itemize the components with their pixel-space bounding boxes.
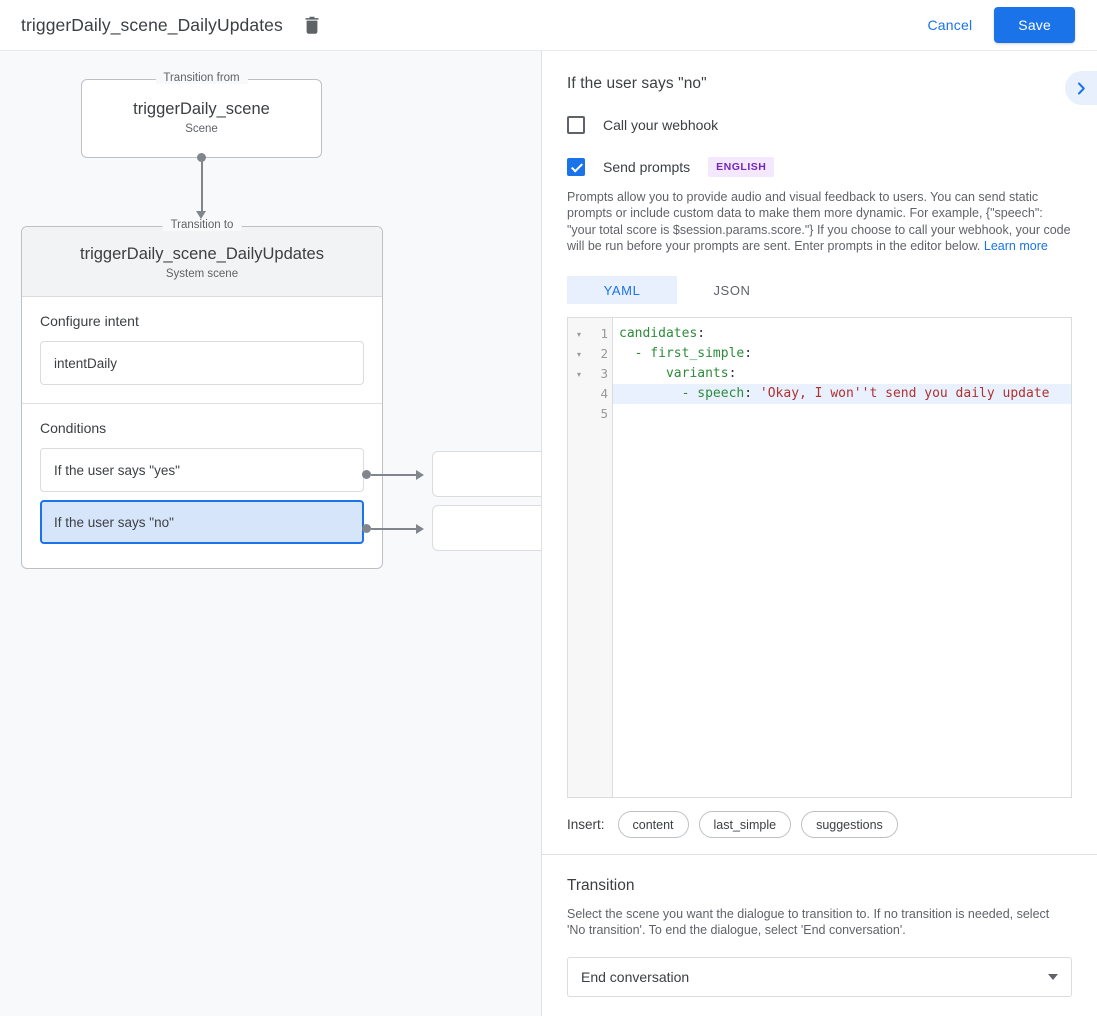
insert-chips-row: Insert: content last_simple suggestions [567, 811, 1072, 839]
fold-arrow-3[interactable]: ▾ [576, 369, 581, 379]
conditions-label: Conditions [40, 420, 107, 436]
transition-from-subtitle: Scene [185, 123, 218, 135]
line-number: 3 [600, 366, 608, 382]
target-node-yes[interactable] [432, 451, 541, 497]
configure-intent-label: Configure intent [40, 313, 139, 329]
fold-arrow-1[interactable]: ▾ [576, 329, 581, 339]
panel-content: If the user says "no" Call your webhook … [542, 51, 1097, 997]
call-webhook-label: Call your webhook [603, 117, 719, 133]
transition-select-value: End conversation [581, 968, 690, 985]
language-badge: ENGLISH [708, 157, 775, 177]
line-number: 5 [600, 406, 608, 422]
flow-canvas[interactable]: Transition from triggerDaily_scene Scene… [0, 51, 542, 1016]
insert-chip-suggestions[interactable]: suggestions [801, 811, 898, 839]
transition-to-title: triggerDaily_scene_DailyUpdates [80, 245, 324, 263]
code-token-key: - first_simple [619, 346, 745, 362]
insert-label: Insert: [567, 817, 605, 833]
chevron-right-icon [1077, 82, 1085, 94]
code-token-punct: : [728, 366, 737, 382]
prompts-description: Prompts allow you to provide audio and v… [567, 189, 1072, 254]
learn-more-link[interactable]: Learn more [983, 238, 1048, 253]
transition-from-title: triggerDaily_scene [133, 100, 270, 118]
insert-chip-last-simple[interactable]: last_simple [698, 811, 792, 839]
code-token-string: 'Okay, I won''t send you daily update [759, 386, 1050, 402]
code-token-punct: : [697, 326, 706, 342]
condition-item-no[interactable]: If the user says "no" [40, 500, 364, 544]
webhook-checkbox-row[interactable]: Call your webhook [567, 116, 1072, 134]
panel-header: If the user says "no" [567, 51, 1097, 105]
expand-panel-button[interactable] [1065, 71, 1097, 105]
details-panel: If the user says "no" Call your webhook … [542, 51, 1097, 1016]
connector-arrow-down [196, 211, 206, 219]
connector-line-vertical [201, 157, 203, 213]
section-divider [542, 854, 1097, 856]
condition-item-yes[interactable]: If the user says "yes" [40, 448, 364, 492]
send-prompts-row[interactable]: Send prompts ENGLISH [567, 157, 1072, 177]
transition-select[interactable]: End conversation [567, 956, 1072, 997]
intent-field[interactable]: intentDaily [40, 341, 364, 385]
target-node-no[interactable] [432, 505, 541, 551]
code-line-3[interactable]: variants: [613, 364, 1071, 384]
editor-code-area[interactable]: candidates: - first_simple: variants: - … [613, 318, 1071, 797]
code-line-2[interactable]: - first_simple: [613, 344, 1071, 364]
transition-to-legend: Transition to [162, 219, 242, 231]
cancel-button[interactable]: Cancel [916, 8, 985, 42]
delete-button[interactable] [299, 12, 325, 38]
code-token-key: candidates [619, 326, 698, 342]
condition-yes-arrow [416, 470, 424, 480]
condition-no-arrow [416, 524, 424, 534]
transition-to-subtitle: System scene [165, 268, 239, 280]
prompts-description-text: Prompts allow you to provide audio and v… [567, 190, 1071, 253]
code-line-5[interactable] [613, 404, 1071, 424]
line-number: 1 [600, 326, 608, 342]
trash-icon [305, 16, 319, 34]
code-token-punct: : [744, 346, 753, 362]
code-line-4[interactable]: - speech: 'Okay, I won''t send you daily… [613, 384, 1071, 405]
transition-section-description: Select the scene you want the dialogue t… [567, 907, 1050, 938]
prompt-code-editor[interactable]: ▾ ▾ ▾ 1 2 3 4 5 candidates: - first_simp… [567, 317, 1072, 799]
top-app-bar: triggerDaily_scene_DailyUpdates Cancel S… [0, 0, 1097, 51]
send-prompts-label: Send prompts [603, 159, 691, 175]
tab-json[interactable]: JSON [713, 282, 751, 298]
condition-yes-line [371, 474, 418, 476]
fold-arrow-2[interactable]: ▾ [576, 349, 581, 359]
page-title: triggerDaily_scene_DailyUpdates [21, 14, 283, 35]
conditions-section: Conditions If the user says "yes" If the… [22, 403, 382, 562]
format-tabs: YAML JSON [567, 276, 1072, 305]
condition-yes-out-dot [362, 470, 371, 479]
line-number: 4 [600, 386, 608, 402]
transition-section-title: Transition [567, 877, 635, 895]
code-token-key: variants [619, 366, 729, 382]
editor-line-numbers: 1 2 3 4 5 [590, 318, 613, 798]
transition-to-header: triggerDaily_scene_DailyUpdates System s… [22, 227, 382, 297]
condition-no-line [371, 528, 418, 530]
configure-intent-section: Configure intent intentDaily [22, 297, 382, 403]
code-token-punct: : [744, 386, 760, 402]
condition-no-out-dot [362, 524, 371, 533]
editor-fold-column: ▾ ▾ ▾ [568, 318, 590, 798]
transition-to-node[interactable]: Transition to triggerDaily_scene_DailyUp… [21, 219, 383, 569]
transition-from-node[interactable]: Transition from triggerDaily_scene Scene [81, 72, 322, 158]
line-number: 2 [600, 346, 608, 362]
send-prompts-checkbox[interactable] [567, 158, 585, 176]
code-token-key: - speech [619, 386, 745, 402]
call-webhook-checkbox[interactable] [567, 116, 585, 134]
chevron-down-icon [1048, 973, 1058, 980]
code-line-1[interactable]: candidates: [613, 324, 1071, 344]
panel-title: If the user says "no" [567, 75, 707, 92]
insert-chip-content[interactable]: content [617, 811, 689, 839]
transition-from-legend: Transition from [155, 72, 248, 84]
tab-yaml[interactable]: YAML [567, 276, 677, 305]
save-button[interactable]: Save [994, 7, 1075, 43]
